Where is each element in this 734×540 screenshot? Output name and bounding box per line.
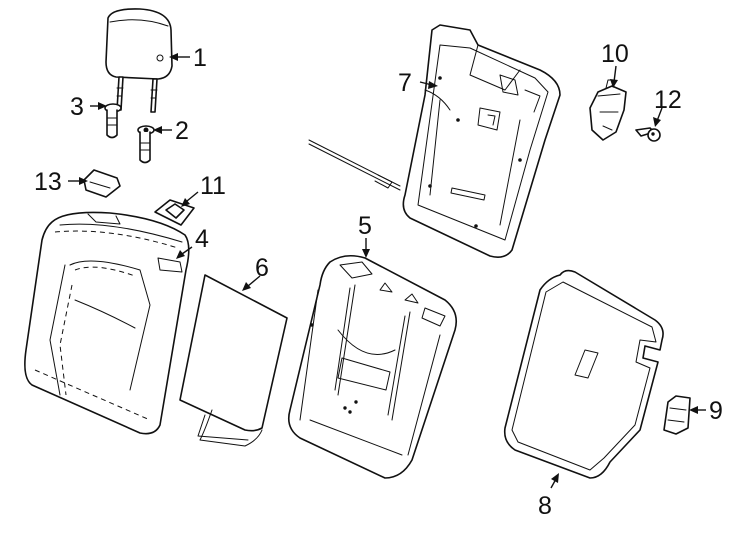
bracket[interactable] bbox=[663, 395, 691, 435]
latch-assembly[interactable] bbox=[589, 79, 627, 141]
seat-back-cover[interactable] bbox=[24, 211, 190, 435]
seat-back-frame[interactable] bbox=[308, 24, 561, 258]
release-bezel[interactable] bbox=[154, 199, 195, 226]
callout-7: 7 bbox=[398, 69, 412, 97]
seat-back-pad[interactable] bbox=[179, 274, 288, 447]
callout-11: 11 bbox=[200, 172, 226, 200]
callout-10: 10 bbox=[601, 40, 629, 68]
leader-lines bbox=[68, 53, 706, 489]
callout-1: 1 bbox=[193, 44, 207, 72]
callout-4: 4 bbox=[195, 225, 209, 253]
callout-13: 13 bbox=[34, 168, 62, 196]
headrest-guide-left[interactable] bbox=[104, 103, 122, 139]
callout-3: 3 bbox=[70, 93, 84, 121]
callout-6: 6 bbox=[255, 254, 269, 282]
rear-panel[interactable] bbox=[503, 269, 664, 479]
clip[interactable] bbox=[635, 127, 661, 142]
callout-9: 9 bbox=[709, 397, 723, 425]
headrest[interactable] bbox=[105, 8, 173, 113]
seat-back-frame-pad[interactable] bbox=[287, 254, 458, 479]
callout-12: 12 bbox=[654, 86, 682, 114]
callout-2: 2 bbox=[175, 117, 189, 145]
callout-labels: 1 3 2 13 11 4 6 5 7 10 12 8 9 bbox=[34, 40, 723, 520]
cover-trim[interactable] bbox=[83, 169, 121, 198]
headrest-guide-right[interactable] bbox=[137, 125, 155, 164]
callout-8: 8 bbox=[538, 492, 552, 520]
callout-5: 5 bbox=[358, 212, 372, 240]
